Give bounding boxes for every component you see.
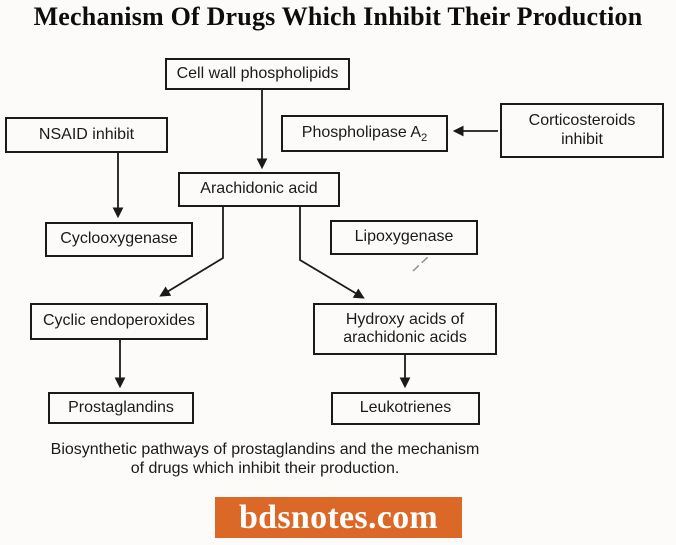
node-label: Hydroxy acids of arachidonic acids <box>343 310 467 346</box>
node-label: Phospholipase A2 <box>301 124 428 145</box>
node-label: Cyclooxygenase <box>60 230 178 248</box>
node-label: Leukotrienes <box>359 399 452 417</box>
node-leukotrienes: Leukotrienes <box>331 392 480 425</box>
node-label: Prostaglandins <box>68 398 174 416</box>
node-lipoxygenase: Lipoxygenase <box>330 220 478 255</box>
node-label: NSAID inhibit <box>38 125 135 143</box>
node-hydroxy-acids-of-arachidonic-acids: Hydroxy acids of arachidonic acids <box>313 303 497 355</box>
watermark-text: bdsnotes.com <box>238 498 439 536</box>
node-corticosteroids-inhibit: Corticosteroids inhibit <box>500 103 664 158</box>
page-title: Mechanism Of Drugs Which Inhibit Their P… <box>33 2 643 31</box>
stray-pencil-mark <box>412 255 430 272</box>
arrow-arachidonic-to-cyclic-endoperoxides <box>159 207 224 297</box>
caption-line-1: Biosynthetic pathways of prostaglandins … <box>50 441 480 458</box>
node-arachidonic-acid: Arachidonic acid <box>178 172 340 207</box>
node-label: Arachidonic acid <box>200 180 318 198</box>
node-label: Cell wall phospholipids <box>176 64 339 82</box>
node-label: Cyclic endoperoxides <box>42 312 196 330</box>
node-label: Lipoxygenase <box>354 228 454 246</box>
figure-caption: Biosynthetic pathways of prostaglandins … <box>0 440 530 478</box>
node-cyclooxygenase: Cyclooxygenase <box>45 222 193 257</box>
node-cyclic-endoperoxides: Cyclic endoperoxides <box>30 303 208 340</box>
subscript-2: 2 <box>420 132 428 145</box>
bdsnotes-watermark: bdsnotes.com <box>215 497 462 538</box>
node-label: Corticosteroids inhibit <box>528 112 636 148</box>
node-cell-wall-phospholipids: Cell wall phospholipids <box>165 58 350 90</box>
node-phospholipase-a2: Phospholipase A2 <box>281 115 448 152</box>
node-prostaglandins: Prostaglandins <box>48 392 194 424</box>
caption-line-2: of drugs which inhibit their production. <box>130 460 400 477</box>
node-nsaid-inhibit: NSAID inhibit <box>5 117 168 153</box>
arrow-arachidonic-to-hydroxy-acids <box>299 207 365 299</box>
